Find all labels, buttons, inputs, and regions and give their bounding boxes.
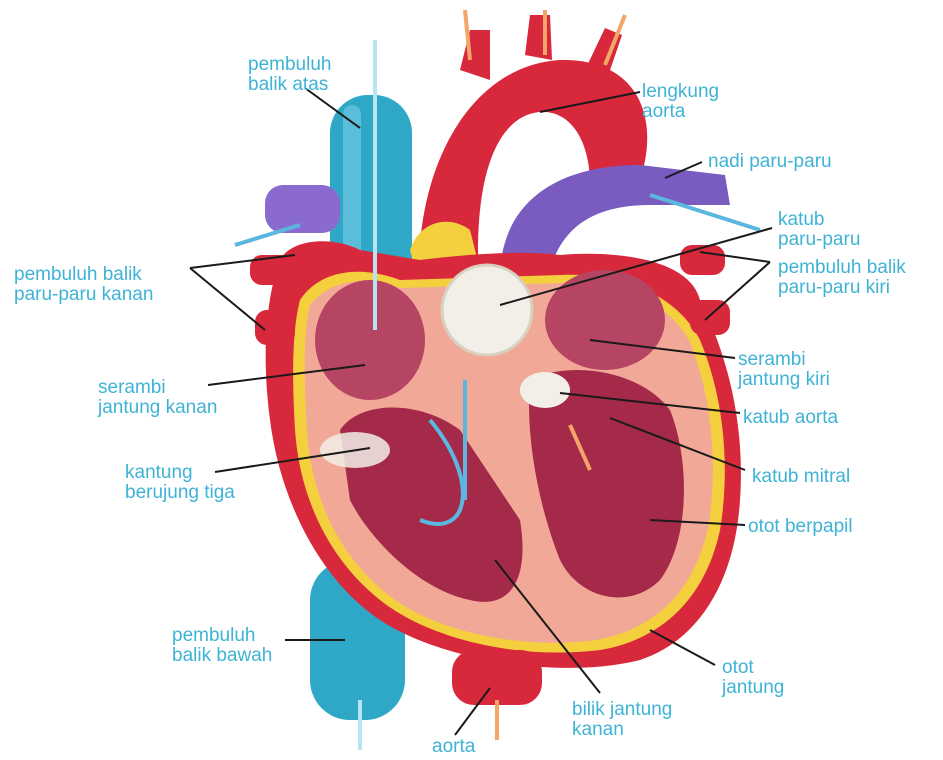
label-tricuspid-valve: kantung berujung tiga <box>125 463 235 503</box>
label-right-ventricle: bilik jantung kanan <box>572 700 672 740</box>
label-mitral-valve: katub mitral <box>752 467 850 487</box>
label-right-atrium: serambi jantung kanan <box>98 378 217 418</box>
label-right-pulmonary-veins: pembuluh balik paru-paru kanan <box>14 265 153 305</box>
label-pulmonary-valve: katub paru-paru <box>778 210 860 250</box>
label-aortic-arch: lengkung aorta <box>642 82 719 122</box>
label-inferior-vena-cava: pembuluh balik bawah <box>172 626 272 666</box>
left-atrium-shape <box>545 270 665 370</box>
label-left-atrium: serambi jantung kiri <box>738 350 830 390</box>
right-pulmonary-artery-shape <box>265 185 340 233</box>
label-heart-muscle: otot jantung <box>722 658 784 698</box>
pulmonary-valve-shape <box>442 265 532 355</box>
label-superior-vena-cava: pembuluh balik atas <box>248 55 331 95</box>
aorta-bottom-shape <box>452 650 542 705</box>
label-aorta: aorta <box>432 737 475 757</box>
right-atrium-shape <box>315 280 425 400</box>
label-left-pulmonary-veins: pembuluh balik paru-paru kiri <box>778 258 906 298</box>
label-pulmonary-artery: nadi paru-paru <box>708 152 832 172</box>
label-papillary-muscle: otot berpapil <box>748 517 853 537</box>
aortic-valve-shape <box>520 372 570 408</box>
label-aortic-valve: katub aorta <box>743 408 838 428</box>
